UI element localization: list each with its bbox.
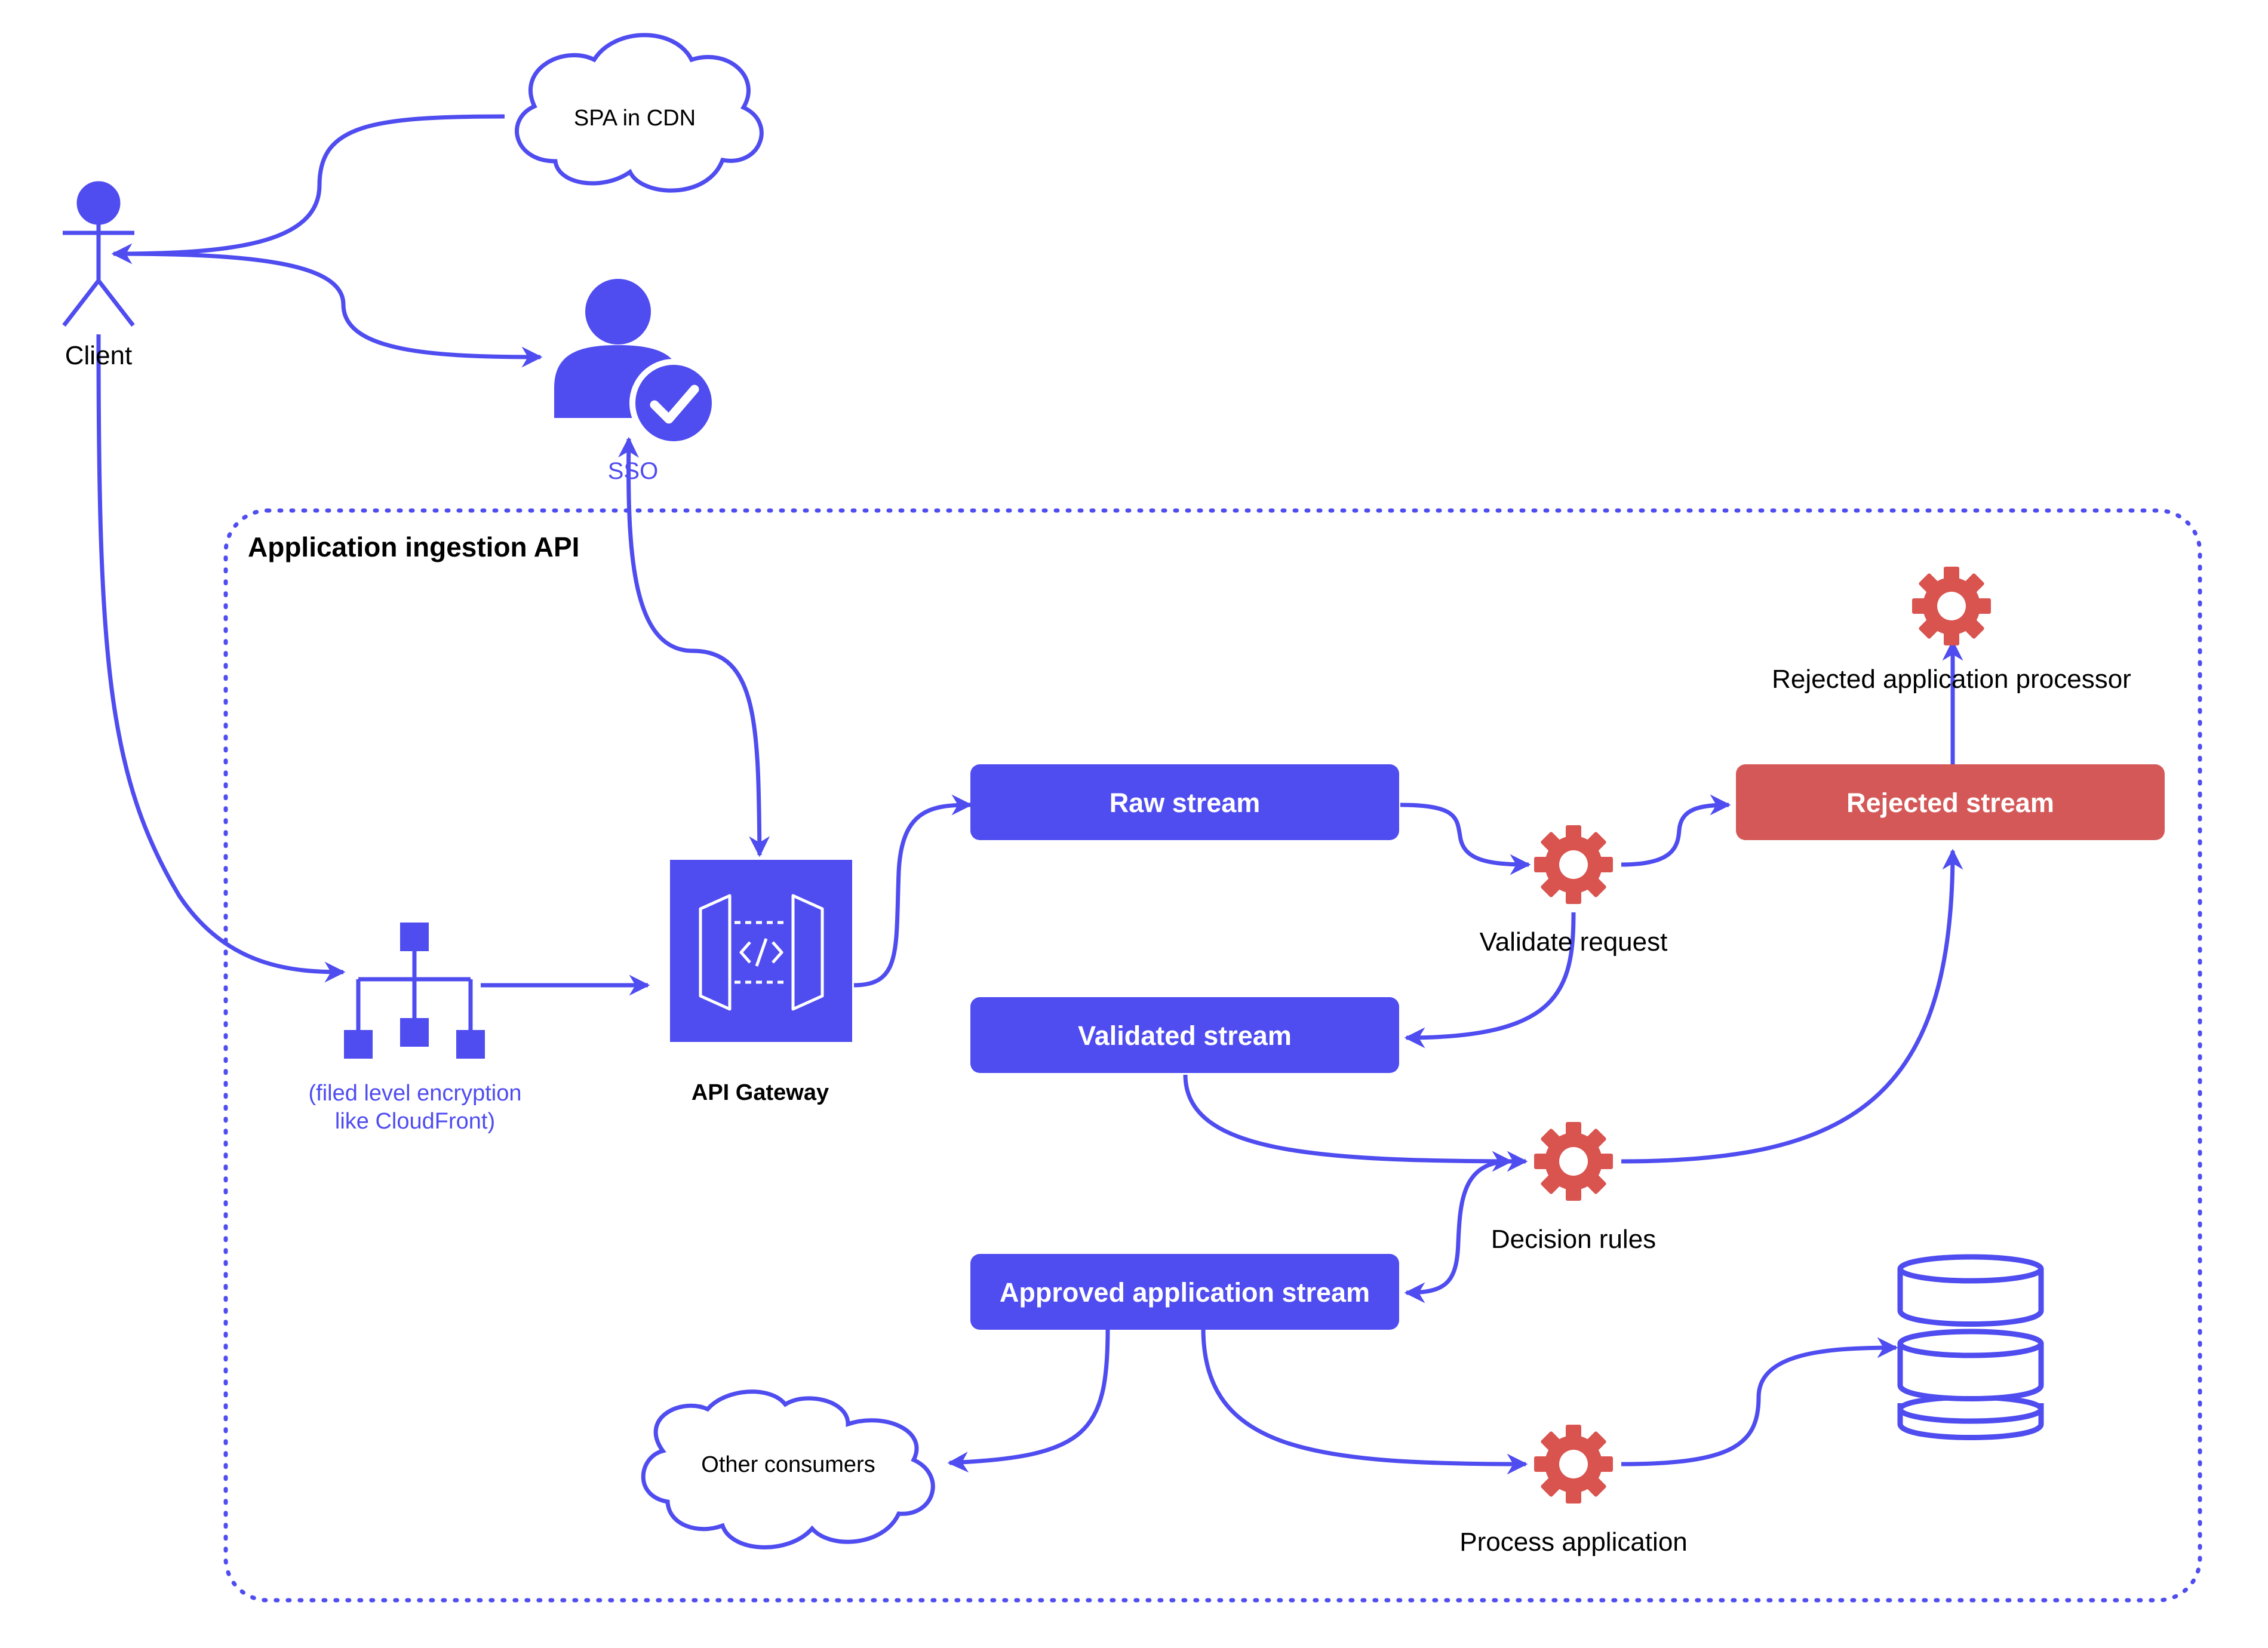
connector-spa-to-client <box>111 114 505 265</box>
connector-sso-gateway <box>618 436 770 857</box>
gear-icon <box>1534 1425 1613 1504</box>
other-consumers-label: Other consumers <box>701 1452 875 1477</box>
cloud-icon <box>641 1389 935 1549</box>
raw-stream[interactable]: Raw stream <box>970 764 1399 840</box>
connector-validate-to-rejected <box>1621 794 1731 867</box>
container-title: Application ingestion API <box>248 531 579 562</box>
encryption-label-line1: (filed level encryption <box>309 1081 522 1106</box>
gear-icon <box>1534 1122 1613 1201</box>
api-gateway-icon <box>670 860 852 1042</box>
gear-icon <box>1912 567 1991 645</box>
rejected-stream[interactable]: Rejected stream <box>1736 764 2165 840</box>
connector-validated-to-decision <box>1183 1074 1528 1172</box>
validated-stream-label: Validated stream <box>1078 1020 1292 1051</box>
api-gateway-node[interactable]: API Gateway <box>670 860 852 1105</box>
other-consumers-cloud[interactable]: Other consumers <box>641 1389 935 1549</box>
connector-gateway-to-raw <box>853 794 973 988</box>
process-application-processor[interactable]: Process application <box>1459 1425 1688 1557</box>
connector-approved-to-consumers <box>947 1328 1110 1473</box>
encryption-label-line2: like CloudFront) <box>335 1109 495 1134</box>
sso-node[interactable]: SSO <box>554 279 718 484</box>
hierarchy-icon <box>344 923 485 1059</box>
database-icon <box>1897 1254 2044 1440</box>
rejected-application-processor[interactable]: Rejected application processor <box>1772 567 2131 694</box>
process-application-label: Process application <box>1459 1527 1688 1557</box>
validate-request-processor[interactable]: Validate request <box>1480 825 1668 957</box>
connectors <box>96 114 1963 1475</box>
person-stick-figure-icon <box>62 181 135 327</box>
database-node[interactable] <box>1897 1254 2044 1440</box>
rejected-processor-label: Rejected application processor <box>1772 665 2131 694</box>
validated-stream[interactable]: Validated stream <box>970 997 1399 1073</box>
spa-cdn-label: SPA in CDN <box>574 106 696 131</box>
connector-validate-to-validated <box>1404 912 1576 1049</box>
connector-client-to-sso <box>116 251 543 368</box>
decision-rules-label: Decision rules <box>1491 1225 1656 1254</box>
spa-cdn-cloud[interactable]: SPA in CDN <box>515 33 764 193</box>
client-label: Client <box>65 341 133 370</box>
approved-application-stream[interactable]: Approved application stream <box>970 1254 1399 1330</box>
gear-icon <box>1534 825 1613 904</box>
client-actor[interactable]: Client <box>62 181 135 370</box>
connector-process-to-database <box>1621 1337 1898 1466</box>
connector-decision-to-approved <box>1404 1151 1513 1303</box>
raw-stream-label: Raw stream <box>1110 788 1261 818</box>
api-container-border <box>223 508 2202 1603</box>
connector-decision-to-rejected <box>1621 848 1963 1164</box>
rejected-stream-label: Rejected stream <box>1846 788 2054 818</box>
cloud-icon <box>515 33 764 193</box>
encryption-node[interactable]: (filed level encryption like CloudFront) <box>309 923 522 1134</box>
connector-client-to-encryption <box>96 334 346 983</box>
user-check-icon <box>554 279 718 447</box>
api-gateway-label: API Gateway <box>692 1080 829 1105</box>
decision-rules-processor[interactable]: Decision rules <box>1491 1122 1656 1254</box>
approved-stream-label: Approved application stream <box>1000 1277 1370 1308</box>
validate-request-label: Validate request <box>1480 927 1668 957</box>
connector-raw-to-validate <box>1400 803 1531 875</box>
sso-label: SSO <box>608 458 658 484</box>
connector-approved-to-process <box>1201 1328 1528 1475</box>
